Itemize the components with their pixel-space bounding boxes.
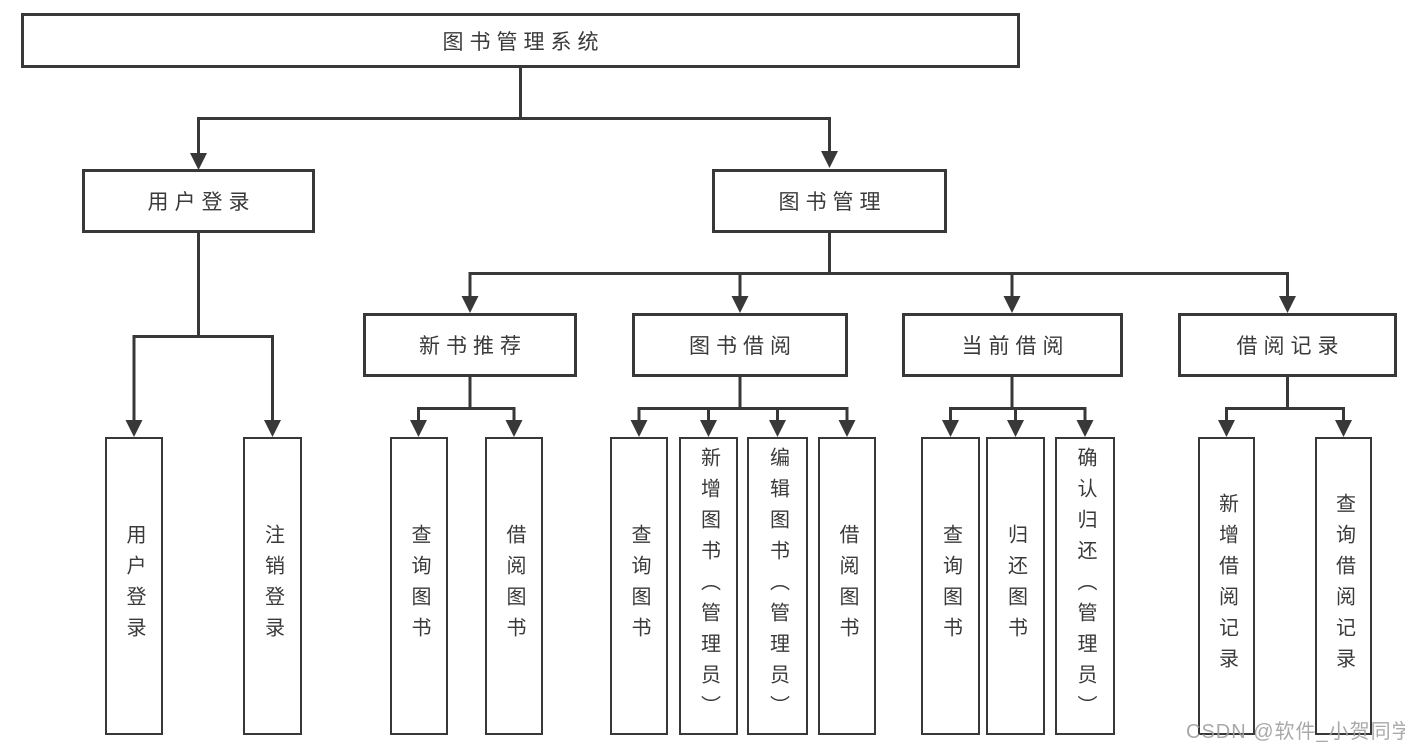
node-book-management: 图书管理 [712, 169, 947, 233]
leaf-user-login: 用户登录 [105, 437, 163, 735]
leaf-logout: 注销登录 [243, 437, 302, 735]
leaf-recommend-query-books: 查询图书 [390, 437, 448, 735]
node-current-borrowing: 当前借阅 [902, 313, 1123, 377]
leaf-borrowing-edit-books-admin: 编辑图书（管理员） [747, 437, 808, 735]
leaf-records-query-record: 查询借阅记录 [1315, 437, 1372, 735]
leaf-borrowing-query-books: 查询图书 [610, 437, 668, 735]
leaf-current-query-books: 查询图书 [921, 437, 980, 735]
node-new-book-recommend: 新书推荐 [363, 313, 577, 377]
leaf-borrowing-borrow-books: 借阅图书 [818, 437, 876, 735]
leaf-current-return-books: 归还图书 [986, 437, 1045, 735]
leaf-current-confirm-return-admin: 确认归还（管理员） [1055, 437, 1115, 735]
csdn-watermark: CSDN @软件_小贺同学 [1186, 721, 1405, 743]
leaf-borrowing-add-books-admin: 新增图书（管理员） [679, 437, 738, 735]
leaf-recommend-borrow-books: 借阅图书 [485, 437, 543, 735]
node-root-system: 图书管理系统 [21, 13, 1020, 68]
node-borrowing-records: 借阅记录 [1178, 313, 1397, 377]
leaf-records-add-record: 新增借阅记录 [1198, 437, 1255, 735]
node-user-login: 用户登录 [82, 169, 315, 233]
node-book-borrowing: 图书借阅 [632, 313, 848, 377]
